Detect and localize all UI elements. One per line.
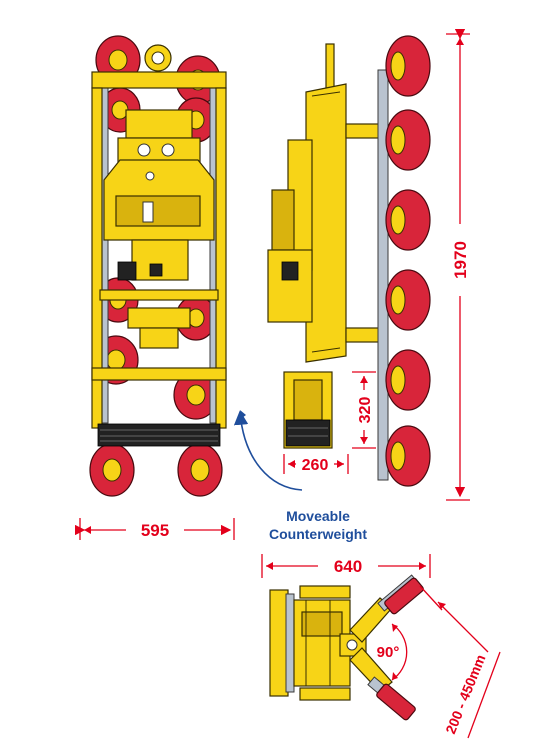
dim-height-label: 1970 bbox=[451, 241, 470, 279]
dimension-rotation-angle: 90° bbox=[377, 623, 408, 681]
dimension-pad-range: 200 - 450mm bbox=[419, 585, 501, 739]
side-view bbox=[267, 35, 431, 487]
front-bottom-bar bbox=[97, 423, 221, 447]
moveable-counterweight-note: Moveable Counterweight bbox=[233, 410, 367, 542]
dim-counterweight-height-label: 320 bbox=[357, 397, 374, 424]
dimension-counterweight-depth: 260 bbox=[283, 454, 349, 474]
side-suction-pads bbox=[385, 35, 431, 487]
dim-rotation-angle-label: 90° bbox=[377, 644, 400, 661]
note-line-2: Counterweight bbox=[269, 526, 367, 542]
dim-front-width-label: 595 bbox=[141, 521, 169, 540]
top-pad-lower bbox=[376, 683, 416, 721]
dim-pad-range-label: 200 - 450mm bbox=[442, 652, 488, 736]
front-view bbox=[89, 35, 227, 497]
note-line-1: Moveable bbox=[286, 508, 350, 524]
dim-top-width-label: 640 bbox=[334, 557, 362, 576]
dimension-front-width: 595 bbox=[74, 518, 235, 540]
dim-counterweight-depth-label: 260 bbox=[302, 457, 329, 474]
dimension-height: 1970 bbox=[446, 28, 470, 501]
top-view bbox=[269, 574, 424, 721]
dimension-top-width: 640 bbox=[261, 554, 431, 578]
side-rail bbox=[377, 69, 389, 481]
dimension-counterweight-height: 320 bbox=[352, 371, 376, 449]
top-pad-upper bbox=[384, 577, 424, 615]
